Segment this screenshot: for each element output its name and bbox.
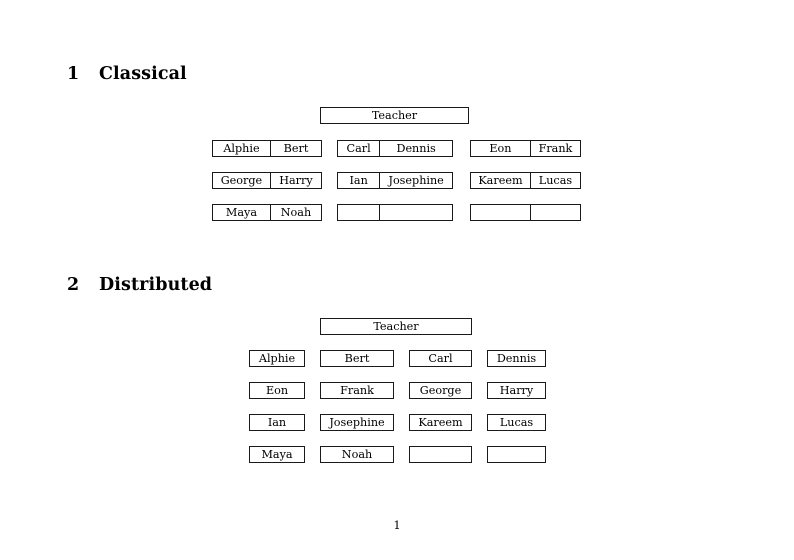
person-box[interactable]: Dennis (487, 350, 546, 367)
table-row[interactable] (470, 204, 581, 221)
person-box[interactable]: Josephine (320, 414, 394, 431)
teacher-box-classical[interactable]: Teacher (320, 107, 469, 124)
table-row[interactable]: Maya Noah (212, 204, 322, 221)
table-row[interactable]: Eon Frank (470, 140, 581, 157)
person-cell[interactable]: Harry (269, 173, 321, 188)
person-cell[interactable]: Maya (225, 206, 258, 219)
person-cell[interactable]: Josephine (379, 173, 452, 188)
person-cell[interactable]: Dennis (379, 141, 452, 156)
table-row[interactable]: Ian Josephine (337, 172, 453, 189)
person-box[interactable]: Eon (249, 382, 305, 399)
table-row[interactable]: Kareem Lucas (470, 172, 581, 189)
person-cell[interactable]: Noah (269, 205, 321, 220)
table-row[interactable]: Carl Dennis (337, 140, 453, 157)
page-number: 1 (393, 519, 401, 532)
person-box[interactable]: Kareem (409, 414, 472, 431)
person-box[interactable]: Lucas (487, 414, 546, 431)
person-box[interactable]: Alphie (249, 350, 305, 367)
person-cell[interactable]: Frank (529, 141, 580, 156)
table-row[interactable]: Alphie Bert (212, 140, 322, 157)
person-cell[interactable]: Bert (269, 141, 321, 156)
person-cell[interactable]: Kareem (478, 174, 523, 187)
section-number: 2 (67, 275, 80, 295)
person-box[interactable]: Harry (487, 382, 546, 399)
person-cell[interactable]: George (220, 174, 263, 187)
person-box[interactable]: Ian (249, 414, 305, 431)
person-box[interactable]: Maya (249, 446, 305, 463)
section-heading-classical: 1 Classical (67, 64, 187, 84)
person-cell[interactable]: Alphie (223, 142, 260, 155)
person-box[interactable]: Bert (320, 350, 394, 367)
person-box-empty[interactable] (409, 446, 472, 463)
section-title: Distributed (99, 275, 213, 295)
person-cell-empty[interactable] (338, 205, 379, 220)
section-title: Classical (99, 64, 187, 84)
section-number: 1 (67, 64, 80, 84)
person-box[interactable]: Frank (320, 382, 394, 399)
table-row[interactable]: George Harry (212, 172, 322, 189)
section-heading-distributed: 2 Distributed (67, 275, 212, 295)
table-row[interactable] (337, 204, 453, 221)
person-box[interactable]: Noah (320, 446, 394, 463)
person-cell-empty[interactable] (379, 205, 452, 220)
person-cell[interactable]: Carl (346, 142, 371, 155)
person-box[interactable]: Carl (409, 350, 472, 367)
person-box[interactable]: George (409, 382, 472, 399)
person-box-empty[interactable] (487, 446, 546, 463)
person-cell[interactable]: Lucas (529, 173, 580, 188)
person-cell-empty[interactable] (529, 205, 580, 220)
person-cell-empty[interactable] (471, 205, 530, 220)
teacher-box-distributed[interactable]: Teacher (320, 318, 472, 335)
person-cell[interactable]: Eon (489, 142, 512, 155)
person-cell[interactable]: Ian (349, 174, 368, 187)
